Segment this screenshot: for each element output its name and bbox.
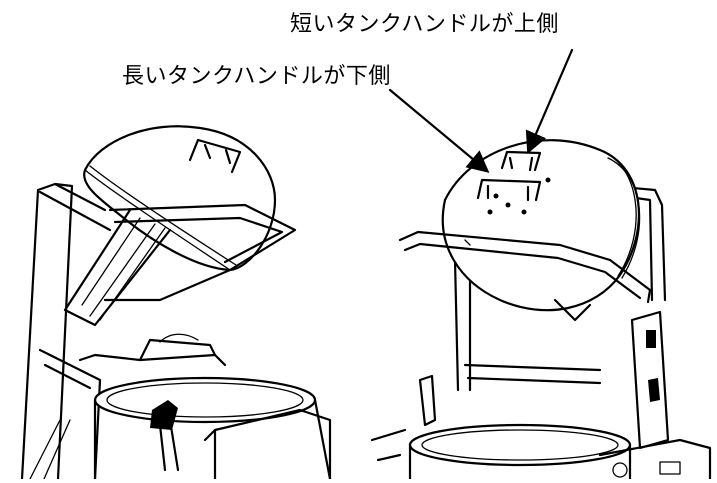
right-short-handle-legs bbox=[508, 156, 534, 172]
left-tilt-arm bbox=[103, 203, 297, 302]
short-handle-top-label: 短いタンクハンドルが上側 bbox=[290, 12, 559, 37]
left-beater-wires bbox=[81, 217, 166, 321]
right-frame-crossbar bbox=[463, 363, 602, 385]
left-frame-brace bbox=[29, 419, 71, 480]
right-tank-edge bbox=[599, 149, 637, 277]
left-tank-bowl bbox=[83, 125, 277, 272]
right-tank-edge-inner bbox=[607, 157, 641, 279]
left-support-plate bbox=[78, 353, 227, 367]
left-frame-mid-bar bbox=[38, 348, 102, 481]
left-support-plate-top bbox=[138, 338, 217, 362]
left-tank-rim bbox=[84, 169, 231, 271]
left-frame-mid-bar-inner bbox=[43, 363, 92, 390]
right-base-bowl-sides bbox=[408, 443, 632, 481]
left-short-handle bbox=[188, 138, 242, 174]
right-base-bowl-inner bbox=[421, 429, 619, 461]
right-drum-bracket bbox=[553, 298, 592, 322]
left-frame-top-bar-inner bbox=[53, 182, 107, 212]
arrow-short-handle bbox=[525, 48, 574, 155]
left-whisk-tuft bbox=[150, 400, 180, 472]
right-base-left-housing bbox=[370, 428, 407, 462]
right-mixer bbox=[370, 139, 712, 481]
right-control-lever bbox=[648, 378, 660, 402]
left-mixer bbox=[20, 125, 332, 481]
right-tilt-arm-inner bbox=[403, 242, 642, 300]
left-frame-top-bar bbox=[38, 190, 112, 232]
left-tilt-arm-inner bbox=[113, 216, 284, 264]
right-control-knob bbox=[646, 330, 656, 348]
right-long-handle-legs bbox=[486, 184, 530, 202]
right-tank-rivets bbox=[487, 177, 551, 215]
left-base-housing-front bbox=[203, 428, 217, 481]
right-tank-drum bbox=[441, 139, 640, 312]
right-short-handle bbox=[500, 150, 542, 172]
left-base-bowl-sides bbox=[93, 398, 332, 481]
left-base-housing bbox=[213, 408, 332, 481]
right-small-post bbox=[418, 374, 437, 427]
left-cable bbox=[159, 333, 199, 343]
right-base-bowl-rim bbox=[408, 423, 632, 467]
long-handle-bottom-label: 長いタンクハンドルが下側 bbox=[122, 64, 391, 89]
right-base-dial bbox=[612, 462, 628, 478]
left-frame-post bbox=[20, 182, 74, 481]
right-tilt-arm bbox=[398, 230, 652, 304]
left-base-bowl-rim bbox=[93, 376, 317, 424]
left-base-bowl-inner bbox=[106, 382, 304, 418]
right-base-housing bbox=[598, 438, 712, 481]
left-short-handle-legs bbox=[203, 143, 232, 165]
arrow-long-handle bbox=[388, 88, 490, 173]
right-tilt-arm-notch bbox=[464, 239, 471, 246]
right-long-handle bbox=[476, 178, 542, 202]
left-beater-outer bbox=[63, 208, 172, 327]
right-frame-post-left bbox=[453, 258, 472, 392]
right-base-panel bbox=[659, 461, 681, 475]
